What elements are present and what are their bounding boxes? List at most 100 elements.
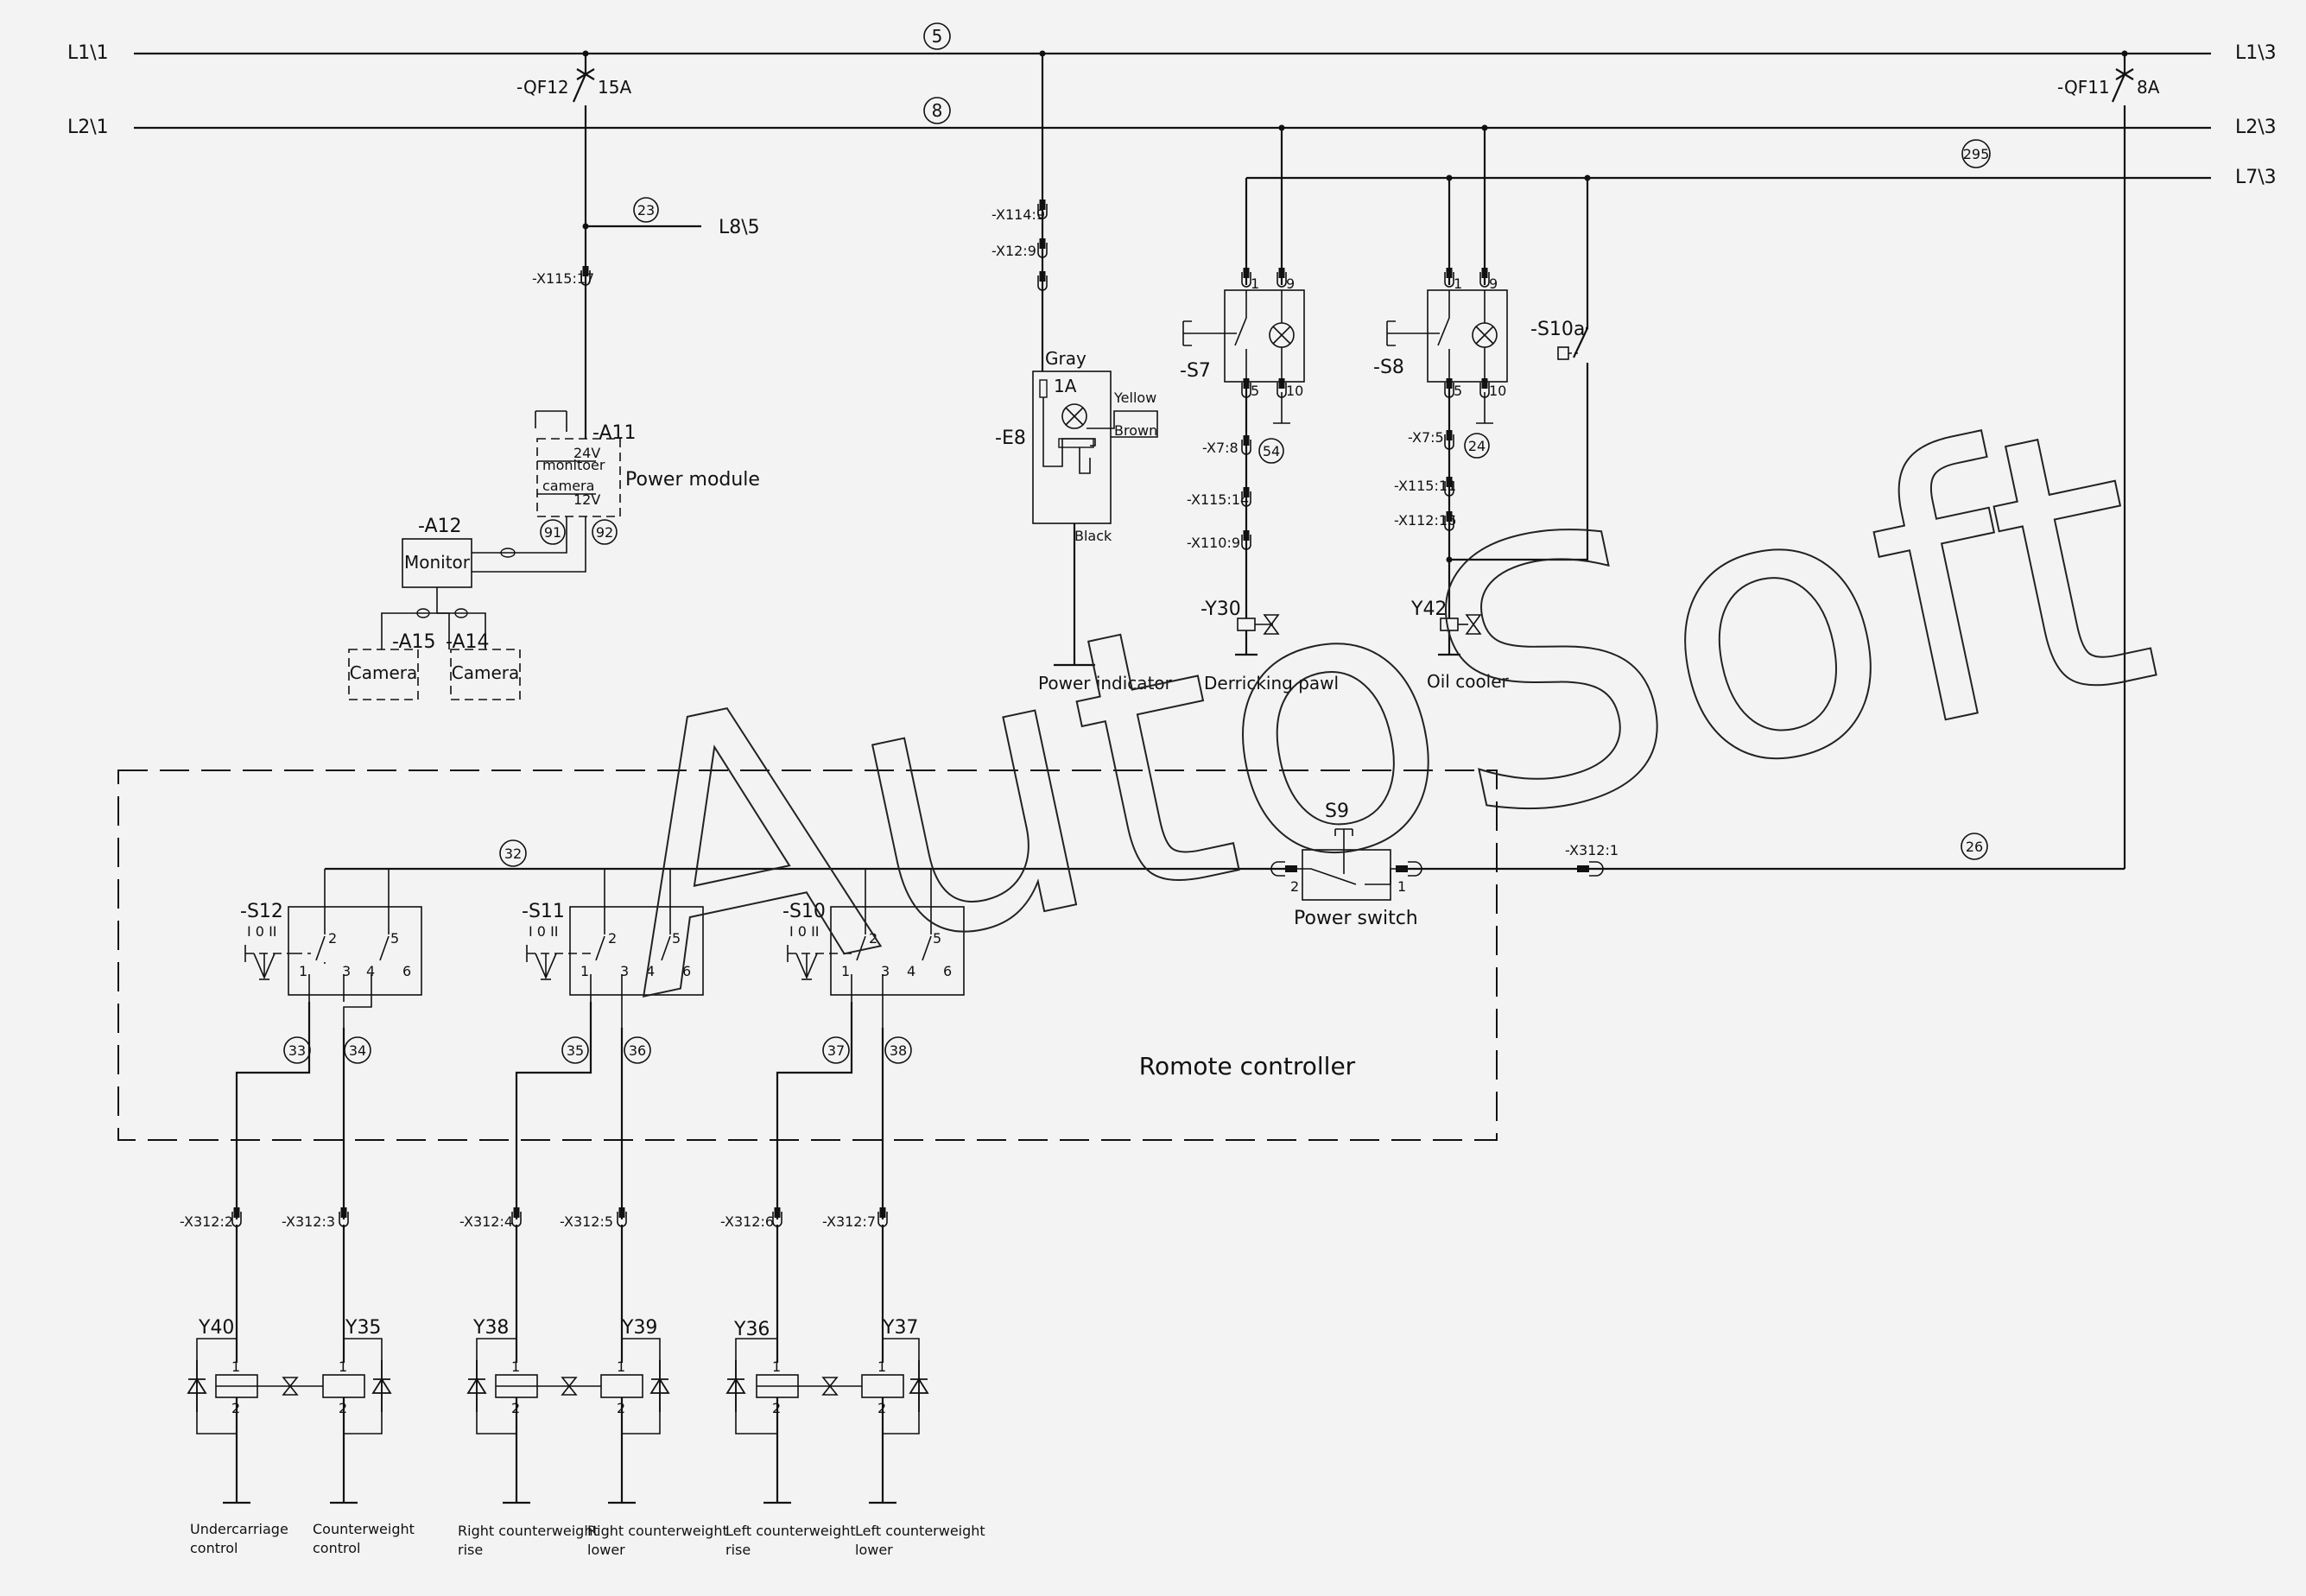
connector-x312-6 bbox=[772, 1206, 782, 1227]
wire-number-circle bbox=[561, 1036, 589, 1064]
bus-label-l1-left: L1\1 bbox=[67, 42, 109, 64]
y36-label: Y36 bbox=[733, 1319, 770, 1340]
pin-label: 10 bbox=[1489, 383, 1506, 399]
e8-label: -E8 bbox=[995, 428, 1026, 449]
wire-number-circle bbox=[923, 97, 951, 124]
wire-number-92: 92 bbox=[596, 524, 613, 541]
wire-number-26: 26 bbox=[1966, 839, 1983, 855]
y37-label: Y37 bbox=[882, 1317, 918, 1339]
pin-label: 5 bbox=[933, 930, 941, 947]
a11-label: -A11 bbox=[592, 422, 637, 444]
valve-y30 bbox=[1235, 614, 1280, 656]
load-right-lower-line2: lower bbox=[587, 1542, 625, 1558]
pin-label: 1 bbox=[339, 1358, 347, 1375]
connector-x115-14-label: -X115:14 bbox=[1187, 491, 1249, 508]
qf12-breaker bbox=[572, 50, 595, 439]
wire-number-circle bbox=[283, 1036, 311, 1064]
power-switch-s9 bbox=[1270, 828, 1422, 901]
wire-number-35: 35 bbox=[567, 1042, 584, 1059]
wire-number-circle bbox=[624, 1036, 651, 1064]
selector-switch-s12 bbox=[244, 869, 422, 1028]
a11-24v: 24V bbox=[573, 445, 600, 461]
black-wire-label: Black bbox=[1074, 528, 1112, 544]
wire-number-circle bbox=[540, 519, 566, 545]
s12-label: -S12 bbox=[240, 901, 283, 922]
a15-label: -A15 bbox=[392, 631, 436, 653]
wire-number-24: 24 bbox=[1468, 438, 1486, 454]
wire-number-54: 54 bbox=[1263, 443, 1280, 459]
load-left-rise-line1: Left counterweight bbox=[725, 1523, 856, 1539]
pin-label: 3 bbox=[881, 963, 890, 979]
pin-label: 2 bbox=[511, 1400, 520, 1416]
s10-label: -S10 bbox=[782, 901, 826, 922]
connector-x112-16-label: -X112:16 bbox=[1394, 512, 1456, 529]
connector-x115-17-label: -X115:17 bbox=[532, 270, 594, 287]
wire-number-32: 32 bbox=[504, 846, 522, 862]
pin-label: 1 bbox=[1397, 878, 1406, 895]
connector-x312-5-label: -X312:5 bbox=[560, 1213, 613, 1230]
s7-label: -S7 bbox=[1180, 360, 1211, 382]
wire-number-38: 38 bbox=[890, 1042, 907, 1059]
wire-number-295: 295 bbox=[1963, 146, 1990, 162]
remote-controller-label: Romote controller bbox=[1139, 1052, 1356, 1080]
connector-x312-3-label: -X312:3 bbox=[282, 1213, 335, 1230]
power-module-label: Power module bbox=[625, 469, 760, 491]
solenoid-pair-y40-y35 bbox=[187, 1225, 391, 1504]
remote-controller-boundary bbox=[117, 770, 1498, 1141]
pin-label: 2 bbox=[877, 1400, 886, 1416]
a11-monitor: monitoer bbox=[542, 457, 605, 473]
wire-number-8: 8 bbox=[932, 100, 943, 121]
y30-label: -Y30 bbox=[1201, 598, 1241, 620]
watermark-text: AutoSoft bbox=[571, 345, 2182, 1081]
connector-x312-6-label: -X312:6 bbox=[720, 1213, 774, 1230]
wire-number-23: 23 bbox=[637, 202, 655, 218]
s10-positions: I 0 II bbox=[789, 923, 820, 940]
camera-a15-box bbox=[348, 649, 419, 700]
load-right-lower-line1: Right counterweight bbox=[587, 1523, 728, 1539]
s11-positions: I 0 II bbox=[529, 923, 559, 940]
s9-label: S9 bbox=[1325, 801, 1349, 822]
e8-fuse-rating: 1A bbox=[1054, 376, 1077, 396]
pin-label: 1 bbox=[231, 1358, 240, 1375]
pin-label: 4 bbox=[366, 963, 375, 979]
selector-switch-s10 bbox=[787, 869, 965, 1028]
wire-number-37: 37 bbox=[827, 1042, 845, 1059]
qf12-label: -QF12 bbox=[516, 77, 569, 98]
load-left-lower-line2: lower bbox=[855, 1542, 893, 1558]
wire-number-circle bbox=[1961, 833, 1988, 860]
load-counterweight-line1: Counterweight bbox=[313, 1521, 415, 1537]
pin-label: 2 bbox=[869, 930, 877, 947]
pin-label: 2 bbox=[328, 930, 337, 947]
wire-number-circle bbox=[633, 197, 659, 223]
connector-x312-3 bbox=[339, 1206, 349, 1227]
pin-label: 1 bbox=[299, 963, 307, 979]
camera-a14-label: Camera bbox=[452, 662, 520, 683]
wire-number-circle bbox=[822, 1036, 850, 1064]
pin-label: 1 bbox=[772, 1358, 781, 1375]
wire-37 bbox=[776, 1002, 853, 1219]
pin-label: 1 bbox=[1251, 276, 1259, 292]
wire-number-91: 91 bbox=[544, 524, 561, 541]
y42-label: Y42 bbox=[1410, 598, 1447, 620]
derricking-pawl-label: Derricking pawl bbox=[1204, 673, 1339, 694]
pin-label: 1 bbox=[511, 1358, 520, 1375]
qf11-label: -QF11 bbox=[2057, 77, 2110, 98]
bus-label-l2-left: L2\1 bbox=[67, 117, 109, 138]
wire-number-34: 34 bbox=[349, 1042, 366, 1059]
pin-label: 1 bbox=[841, 963, 850, 979]
wire-number-circle bbox=[344, 1036, 371, 1064]
wire-number-circle bbox=[1961, 139, 1991, 168]
pin-label: 4 bbox=[907, 963, 915, 979]
pin-label: 2 bbox=[231, 1400, 240, 1416]
pin-label: 2 bbox=[608, 930, 617, 947]
oil-cooler-label: Oil cooler bbox=[1427, 671, 1510, 692]
load-undercarriage-line2: control bbox=[190, 1540, 238, 1556]
wire-number-circle bbox=[884, 1036, 912, 1064]
load-left-lower-line1: Left counterweight bbox=[855, 1523, 985, 1539]
pin-label: 6 bbox=[402, 963, 411, 979]
yellow-wire-label: Yellow bbox=[1113, 390, 1156, 406]
gray-wire-label: Gray bbox=[1045, 348, 1086, 369]
pin-label: 10 bbox=[1286, 383, 1303, 399]
selector-switch-s7 bbox=[1182, 289, 1305, 424]
qf12-rating: 15A bbox=[598, 77, 631, 98]
